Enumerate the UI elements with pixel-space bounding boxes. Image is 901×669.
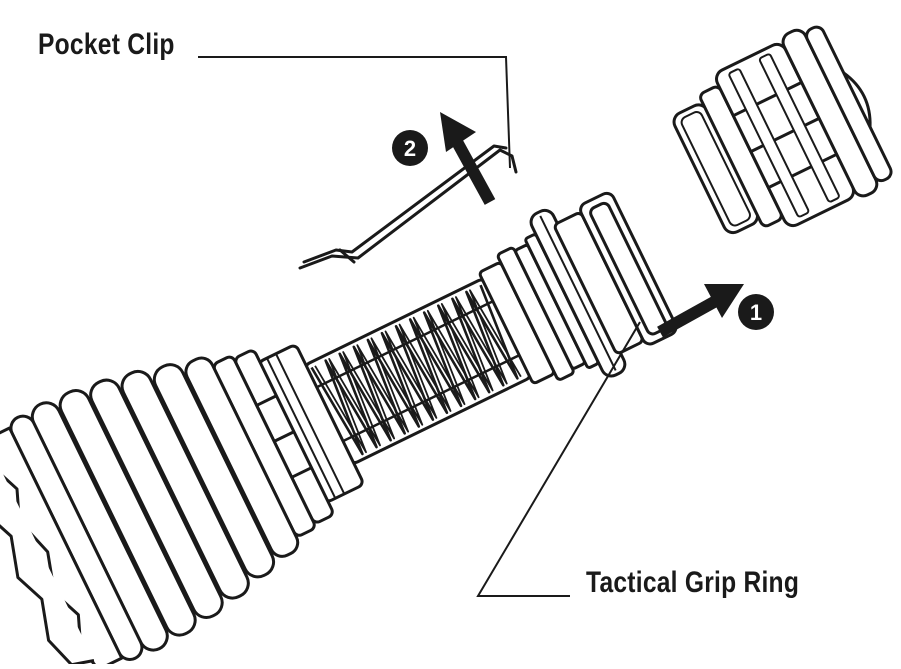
step-1-badge: 1: [738, 294, 774, 330]
step-2-badge: 2: [392, 130, 428, 166]
tail-cap: [660, 16, 901, 258]
pocket-clip-label: Pocket Clip: [38, 30, 175, 60]
tactical-grip-ring-label: Tactical Grip Ring: [586, 568, 799, 598]
step-2-number: 2: [404, 136, 416, 161]
step-1-arrow: [660, 284, 744, 332]
step-1-number: 1: [750, 300, 762, 325]
